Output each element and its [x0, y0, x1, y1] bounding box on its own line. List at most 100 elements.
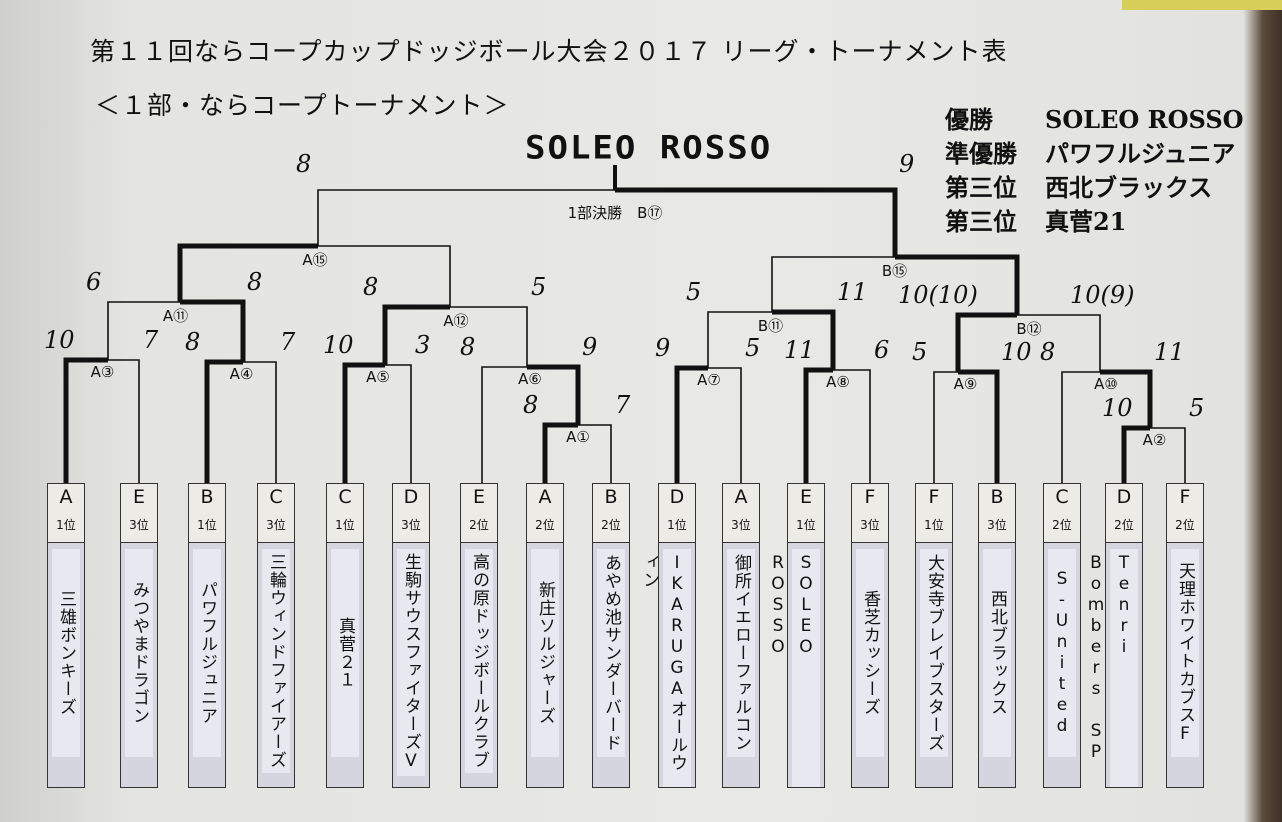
winner-path-A9: [958, 369, 1000, 483]
team-rank: 3位: [129, 518, 149, 532]
team-name-strip: 御所イエローファルコン: [722, 543, 760, 788]
team-name-strip: 高の原ドッジボールクラブ: [460, 543, 498, 788]
winner-path-A4: [204, 359, 243, 483]
result-team: パワフルジュニア: [1045, 139, 1236, 168]
team-name: 真菅２１: [331, 549, 359, 757]
match-label-A4: A④: [229, 365, 254, 383]
team-name-strip: 新庄ソルジャーズ: [526, 543, 564, 788]
score-left-B11: 5: [686, 278, 702, 306]
score-left-A2: 10: [1102, 394, 1133, 422]
team-name: 西北ブラックス: [983, 549, 1011, 757]
team-slot: D 2位 Tenri Bombers SP: [1086, 483, 1143, 788]
team-name: 香芝カッシーズ: [856, 549, 884, 757]
result-rank: 準優勝: [945, 139, 1017, 168]
team-rank: 2位: [1175, 518, 1195, 532]
team-name-strip: パワフルジュニア: [188, 543, 226, 788]
team-rank: 3位: [860, 518, 880, 532]
team-group: D: [1116, 486, 1132, 508]
team-rank: 2位: [1052, 518, 1072, 532]
team-group: C: [269, 486, 283, 508]
score-left-A6: 8: [460, 333, 476, 361]
team-name-strip: 香芝カッシーズ: [851, 543, 889, 788]
result-team: SOLEO ROSSO: [1045, 105, 1244, 134]
score-right-A6: 9: [582, 333, 598, 361]
team-name: 三雄ボンキーズ: [52, 549, 80, 757]
team-name: 御所イエローファルコン: [727, 549, 755, 757]
result-rank: 第三位: [945, 173, 1017, 202]
match-label-A6: A⑥: [518, 370, 542, 388]
team-group: D: [669, 486, 685, 508]
match-label-B12: B⑫: [1016, 320, 1042, 338]
team-seed: C 3位: [257, 483, 295, 543]
team-rank: 1位: [56, 518, 76, 532]
champion-banner: SOLEO ROSSO: [525, 129, 773, 167]
team-name: 生駒サウスファイターズV: [397, 549, 425, 776]
team-group: E: [799, 486, 812, 508]
score-right-A3: 7: [143, 326, 159, 354]
team-group: F: [928, 486, 940, 508]
team-name: S-United: [1048, 549, 1076, 757]
team-name-strip: Tenri Bombers SP: [1086, 543, 1143, 788]
winner-path-A12: [382, 304, 450, 365]
score-right-A10: 11: [1154, 338, 1185, 366]
team-seed: E 3位: [120, 483, 158, 543]
match-label-B15: B⑮: [881, 262, 908, 280]
score-right-A7: 5: [745, 334, 761, 362]
score-left-A9: 5: [912, 338, 928, 366]
team-name-strip: 三雄ボンキーズ: [47, 543, 85, 788]
score-left-A5: 10: [323, 331, 354, 359]
final-results: 優勝 SOLEO ROSSO 準優勝パワフルジュニア 第三位西北ブラックス 第三位…: [945, 103, 1244, 239]
team-group: B: [990, 486, 1004, 508]
team-slot: F 2位天理ホワイトカブスF: [1166, 483, 1204, 788]
winner-path-A11: [180, 299, 246, 362]
result-team: 真菅21: [1045, 207, 1127, 236]
score-right-F: 9: [899, 150, 915, 178]
score-right-A4: 7: [280, 328, 296, 356]
match-label-A7: A⑦: [697, 371, 721, 389]
team-group: E: [472, 486, 485, 508]
team-name: みつやまドラゴン: [125, 549, 153, 757]
team-group: F: [1179, 486, 1191, 508]
team-seed: D 2位: [1105, 483, 1143, 543]
team-rank: 3位: [266, 518, 286, 532]
team-slot: E 3位みつやまドラゴン: [120, 483, 158, 788]
winner-path-A6: [527, 364, 581, 425]
team-name: IKARUGAオールウィン: [639, 549, 691, 787]
score-left-A1: 8: [523, 391, 539, 419]
team-group: A: [538, 486, 552, 508]
team-rank: 2位: [1114, 518, 1134, 532]
team-rank: 2位: [535, 518, 555, 532]
match-label-A10: A⑩: [1094, 375, 1118, 393]
team-name-strip: 生駒サウスファイターズV: [392, 543, 430, 788]
team-seed: F 1位: [915, 483, 953, 543]
score-left-A4: 8: [185, 328, 201, 356]
team-group: B: [604, 486, 618, 508]
result-rank: 第三位: [945, 207, 1017, 236]
team-seed: A 1位: [47, 483, 85, 543]
team-group: E: [132, 486, 145, 508]
match-label-A9: A⑨: [953, 375, 978, 393]
winner-path-B12: [955, 312, 1017, 372]
score-right-B11: 11: [837, 278, 868, 306]
team-name-strip: 天理ホワイトカブスF: [1166, 543, 1204, 788]
team-rank: 1位: [197, 518, 217, 532]
match-label-A11: A⑪: [162, 307, 189, 325]
score-right-A5: 3: [415, 331, 431, 359]
team-group: A: [59, 486, 73, 508]
score-left-A7: 9: [655, 334, 671, 362]
team-name-strip: 三輪ウィンドファイアーズ: [257, 543, 295, 788]
result-row: 第三位西北ブラックス: [945, 171, 1244, 205]
score-right-A12: 5: [531, 273, 547, 301]
team-name-strip: IKARUGAオールウィン: [639, 543, 696, 788]
team-rank: 1位: [924, 518, 944, 532]
result-rank: 優勝: [945, 105, 993, 134]
